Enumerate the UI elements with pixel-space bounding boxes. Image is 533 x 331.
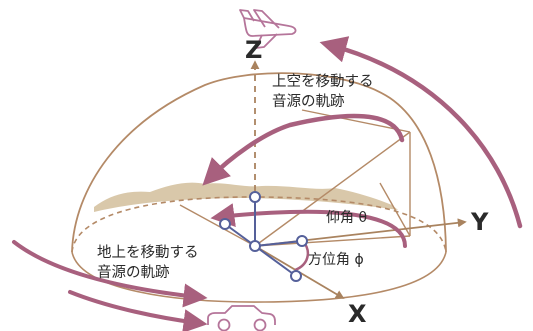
airplane-icon bbox=[239, 9, 297, 49]
azimuth-angle-label: 方位角 ϕ bbox=[308, 252, 364, 268]
microphone-top bbox=[249, 191, 261, 203]
y-axis-label: Y bbox=[470, 208, 489, 236]
microphone-left bbox=[219, 218, 231, 230]
car-icon bbox=[207, 305, 276, 331]
microphone-array bbox=[219, 191, 308, 282]
ground-trajectory-label-line1: 地上を移動する bbox=[97, 244, 199, 261]
z-axis-label: Z bbox=[245, 36, 262, 64]
microphone-front bbox=[290, 270, 302, 282]
x-axis-label: X bbox=[348, 300, 367, 328]
airborne-trajectory-label-line1: 上空を移動する bbox=[272, 73, 374, 90]
airborne-inner-arc bbox=[202, 113, 405, 186]
airborne-arc bbox=[319, 36, 523, 229]
dome-outline bbox=[71, 72, 447, 253]
ground-arc bbox=[12, 240, 208, 308]
airborne-trajectory-label-line2: 音源の軌跡 bbox=[272, 93, 345, 110]
ground-trajectory-label-line2: 音源の軌跡 bbox=[97, 264, 170, 281]
elevation-arc bbox=[210, 203, 407, 248]
elevation-angle-label: 仰角 θ bbox=[326, 210, 367, 226]
construction-lines bbox=[179, 109, 411, 247]
microphone-center bbox=[249, 240, 261, 252]
ground-bottom-arc bbox=[68, 290, 208, 331]
microphone-right bbox=[296, 235, 308, 247]
